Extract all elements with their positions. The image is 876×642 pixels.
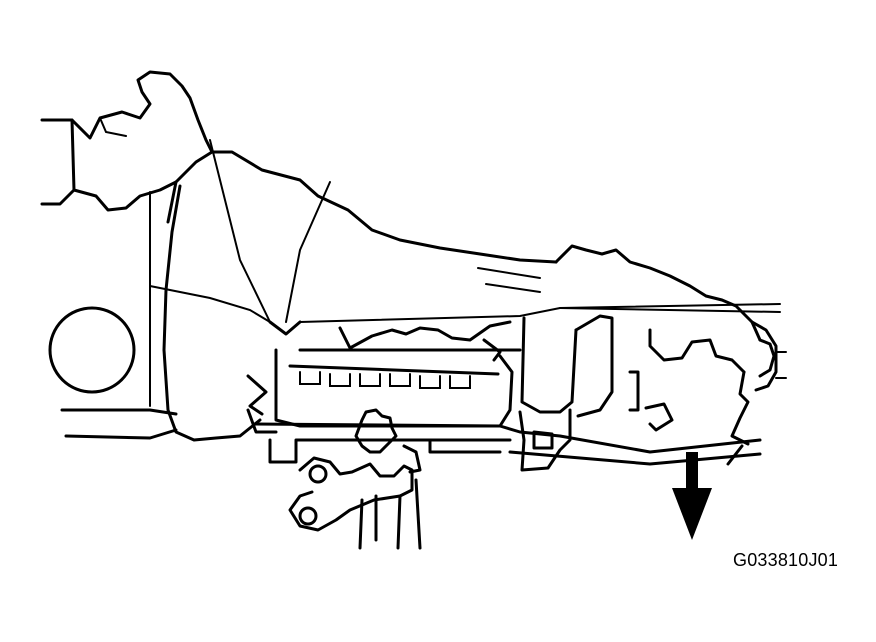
output-flange [628, 320, 787, 466]
flywheel-circle [48, 306, 136, 394]
rear-mount [518, 314, 614, 472]
oil-pan [246, 348, 514, 434]
crossmember [252, 422, 762, 466]
bell-housing [149, 139, 558, 442]
transmission-case [298, 244, 781, 362]
engine-block [40, 70, 214, 440]
figure-id-label: G033810J01 [733, 550, 839, 570]
down-arrow-icon [672, 452, 712, 540]
transmission-jack [288, 408, 422, 550]
